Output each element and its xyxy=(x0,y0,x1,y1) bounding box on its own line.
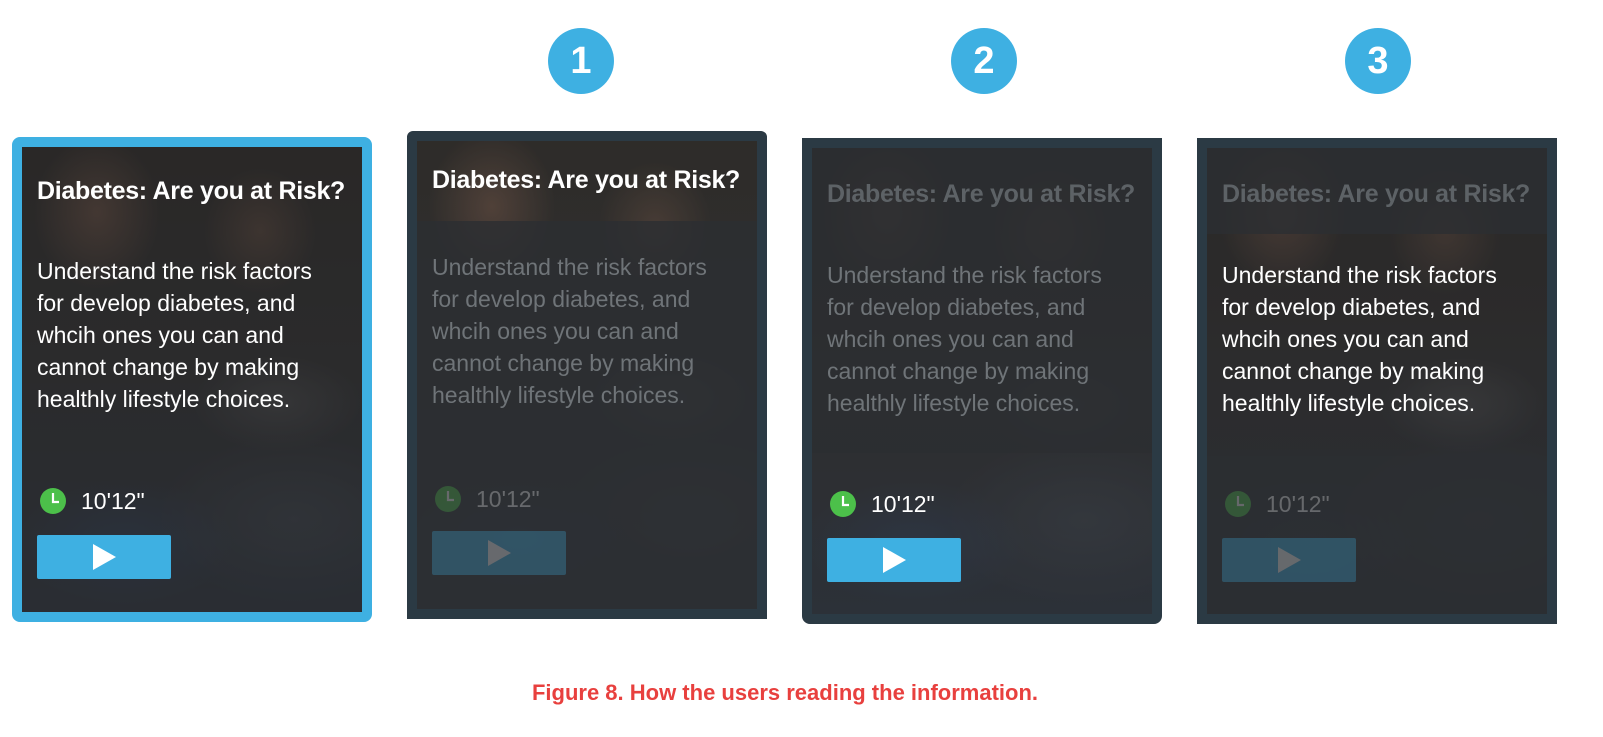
card-overview[interactable]: Diabetes: Are you at Risk? Understand th… xyxy=(12,137,372,622)
card-description: Understand the risk factors for develop … xyxy=(1222,262,1497,416)
play-icon xyxy=(488,540,511,566)
step-badge-3: 3 xyxy=(1345,28,1411,94)
duration-row: 10'12" xyxy=(39,487,145,515)
play-button[interactable] xyxy=(827,538,961,582)
play-button[interactable] xyxy=(37,535,171,579)
clock-icon xyxy=(40,488,66,514)
card-title: Diabetes: Are you at Risk? xyxy=(827,180,1136,208)
card-description: Understand the risk factors for develop … xyxy=(432,254,707,408)
duration-label: 10'12" xyxy=(81,487,145,514)
play-button[interactable] xyxy=(1222,538,1356,582)
play-button[interactable] xyxy=(432,531,566,575)
card-step-1-title[interactable]: Diabetes: Are you at Risk? Understand th… xyxy=(407,131,767,619)
card-step-2-action[interactable]: Diabetes: Are you at Risk? Understand th… xyxy=(802,138,1162,624)
duration-label: 10'12" xyxy=(476,485,540,512)
card-title: Diabetes: Are you at Risk? xyxy=(37,177,346,205)
clock-icon xyxy=(830,491,856,517)
duration-label: 10'12" xyxy=(871,490,935,517)
card-description: Understand the risk factors for develop … xyxy=(37,258,312,412)
play-icon xyxy=(883,547,906,573)
duration-row: 10'12" xyxy=(829,490,935,518)
figure-caption: Figure 8. How the users reading the info… xyxy=(531,680,1039,705)
card-description: Understand the risk factors for develop … xyxy=(827,262,1102,416)
duration-row: 10'12" xyxy=(1224,490,1330,518)
duration-row: 10'12" xyxy=(434,485,540,513)
play-icon xyxy=(93,544,116,570)
step-badge-2: 2 xyxy=(951,28,1017,94)
clock-icon xyxy=(435,486,461,512)
clock-icon xyxy=(1225,491,1251,517)
duration-label: 10'12" xyxy=(1266,490,1330,517)
play-icon xyxy=(1278,547,1301,573)
card-title: Diabetes: Are you at Risk? xyxy=(432,166,741,194)
step-badge-1: 1 xyxy=(548,28,614,94)
card-step-3-description[interactable]: Diabetes: Are you at Risk? Understand th… xyxy=(1197,138,1557,624)
card-title: Diabetes: Are you at Risk? xyxy=(1222,180,1531,208)
